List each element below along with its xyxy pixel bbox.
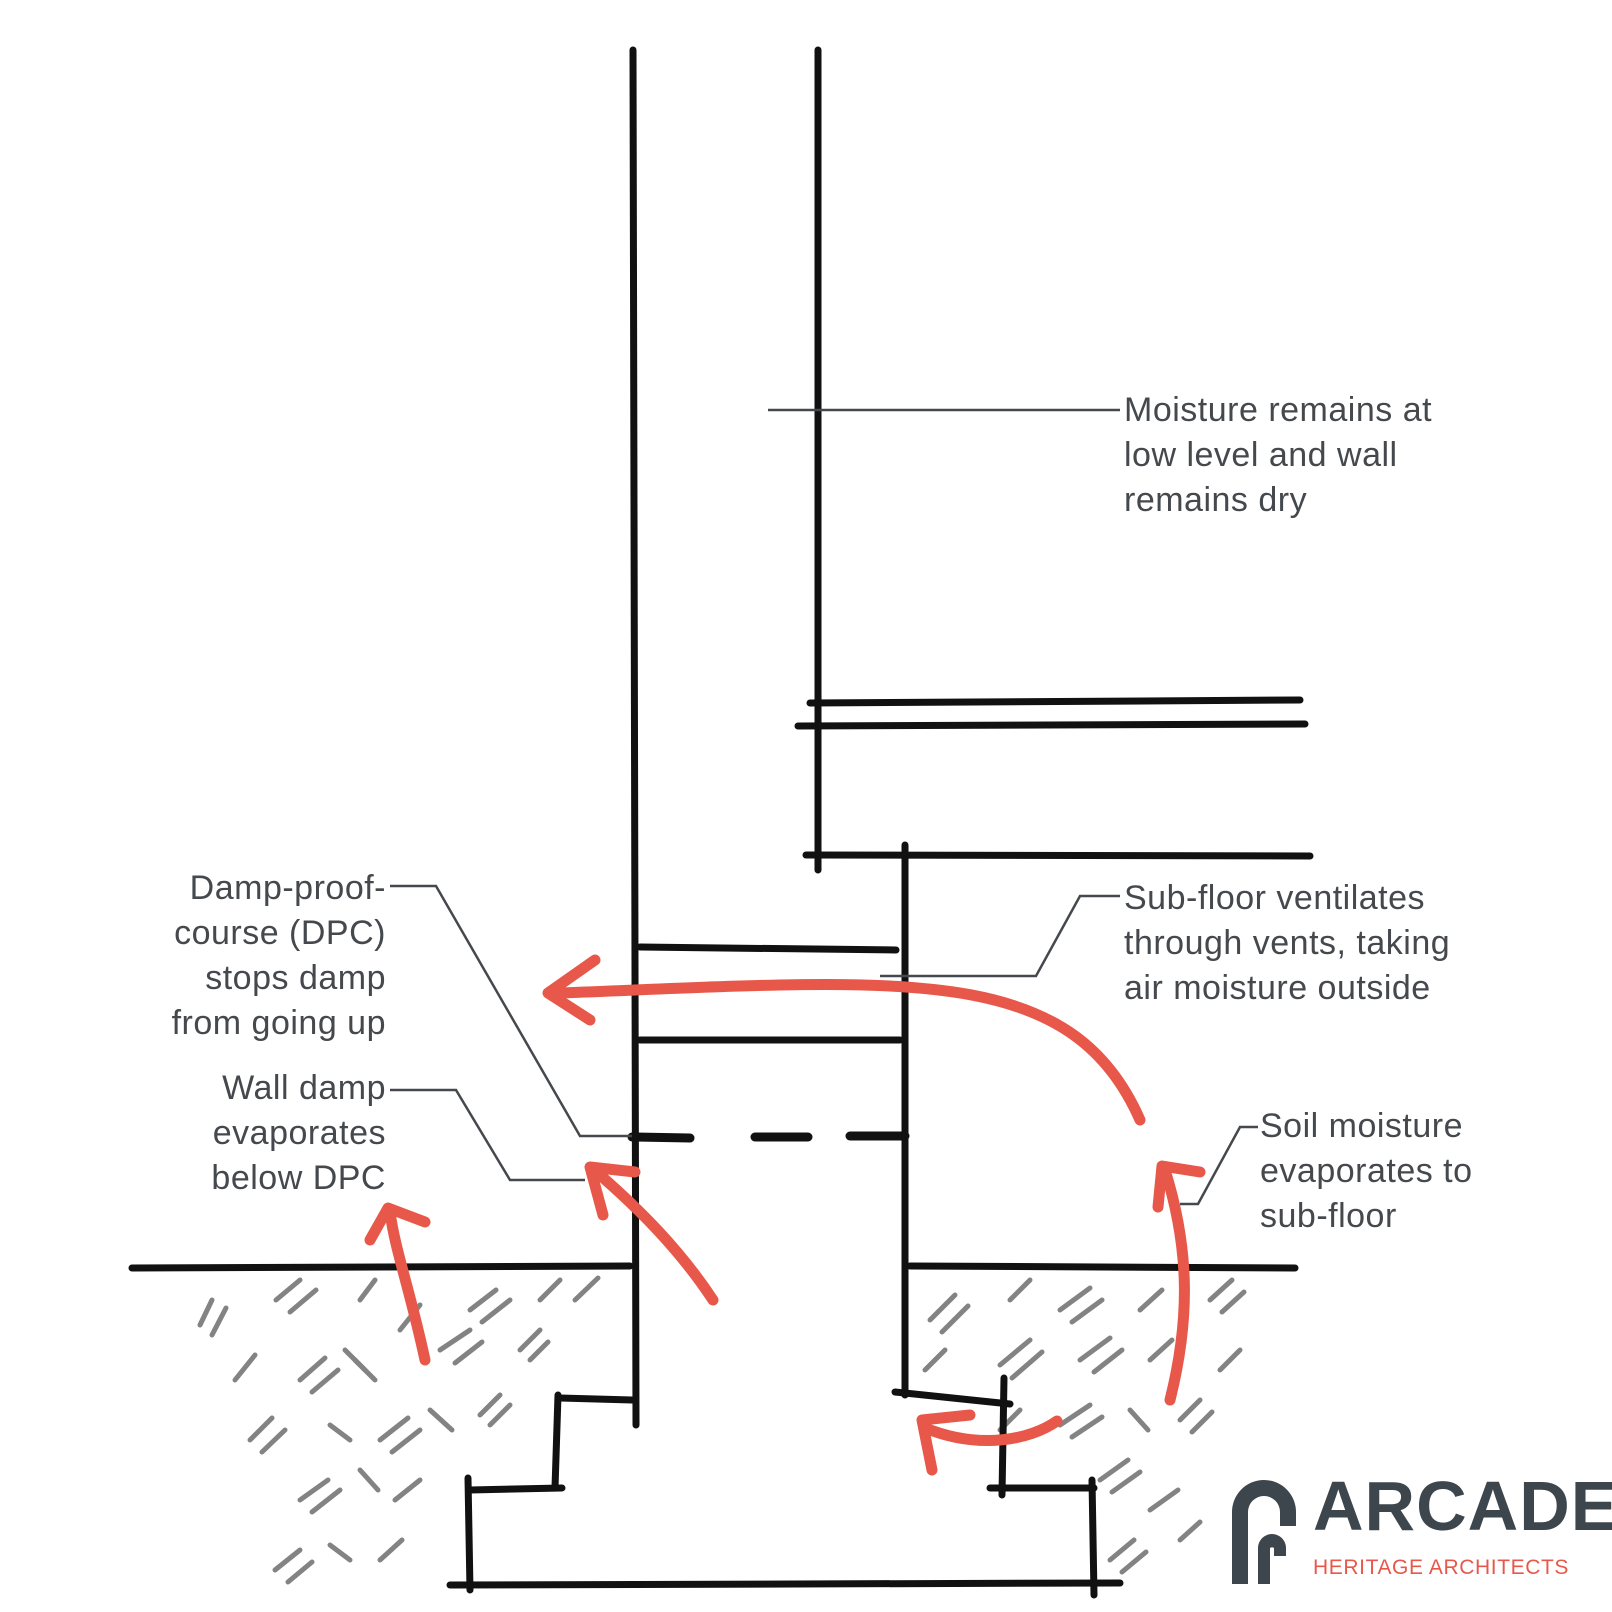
arcade-logo: ARCADE HERITAGE ARCHITECTS bbox=[1230, 1467, 1612, 1586]
logo-tagline: HERITAGE ARCHITECTS bbox=[1313, 1556, 1570, 1579]
arrowhead-soil-right bbox=[1152, 1160, 1206, 1213]
wall-structure bbox=[128, 46, 1314, 1599]
leader-dpc bbox=[390, 884, 632, 1138]
label-moisture-remains: Moisture remains at low level and wall r… bbox=[1124, 391, 1433, 519]
arrow-wall-damp-right bbox=[594, 1169, 719, 1306]
leader-lines bbox=[390, 408, 1258, 1206]
leader-soil bbox=[1180, 1125, 1258, 1206]
label-soil-moisture: Soil moisture evaporates to sub-floor bbox=[1260, 1107, 1473, 1235]
arrow-soil-left bbox=[919, 1415, 1063, 1446]
label-wall-damp: Wall damp evaporates below DPC bbox=[211, 1069, 386, 1197]
leader-wall-damp bbox=[390, 1088, 585, 1182]
arrowhead-ventilation bbox=[542, 954, 601, 1026]
dpc-dashed-line bbox=[627, 1131, 910, 1143]
moisture-arrows bbox=[364, 954, 1206, 1476]
arrowhead-soil-left bbox=[916, 1409, 976, 1476]
logo-name: ARCADE bbox=[1313, 1467, 1612, 1545]
label-sub-floor-ventilates: Sub-floor ventilates through vents, taki… bbox=[1124, 879, 1451, 1007]
arrowhead-wall-damp-right bbox=[584, 1161, 641, 1221]
soil-hatching bbox=[197, 1275, 1247, 1585]
arrow-soil-right bbox=[1159, 1164, 1190, 1406]
arrow-wall-damp-left bbox=[384, 1206, 431, 1366]
leader-subfloor bbox=[880, 894, 1120, 978]
label-damp-proof-course: Damp-proof- course (DPC) stops damp from… bbox=[171, 869, 386, 1042]
arrow-ventilation bbox=[554, 978, 1146, 1126]
arrowhead-wall-damp-left bbox=[364, 1202, 431, 1246]
arch-logo-icon bbox=[1232, 1480, 1296, 1584]
